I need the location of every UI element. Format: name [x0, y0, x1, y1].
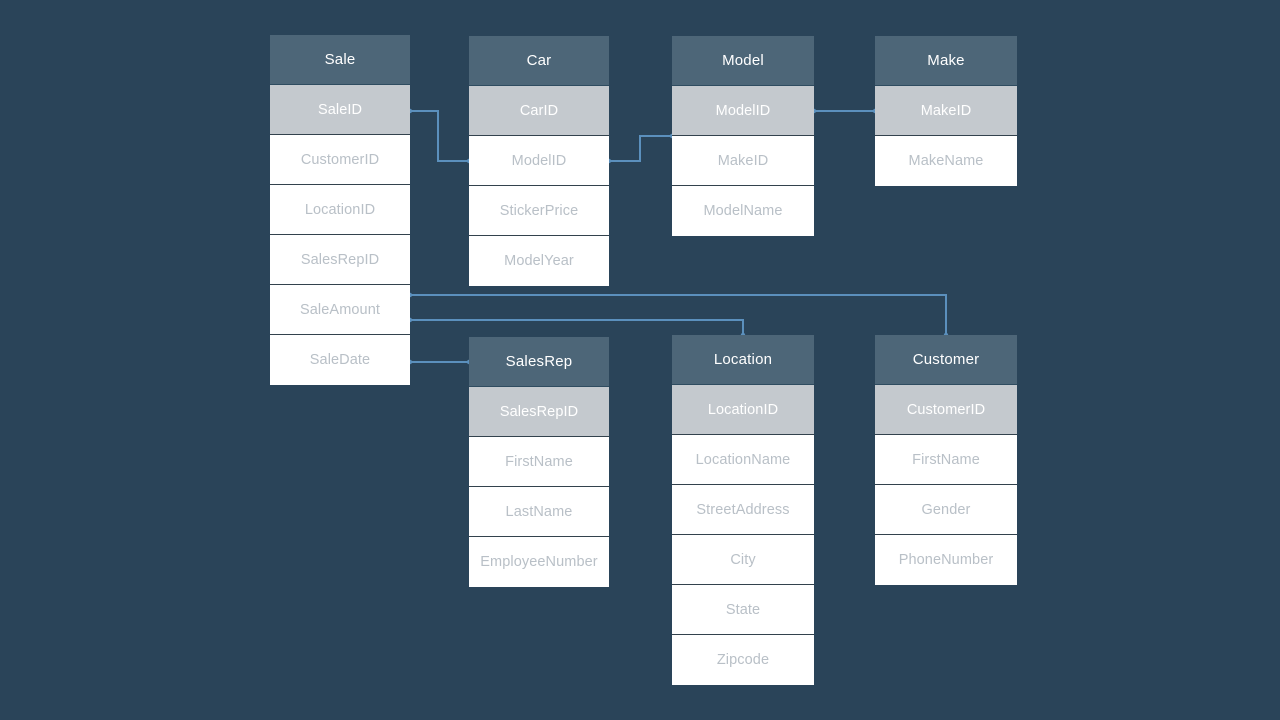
field-modelid[interactable]: ModelID [469, 136, 609, 186]
field-modelyear[interactable]: ModelYear [469, 236, 609, 286]
entity-title-salesrep: SalesRep [469, 337, 609, 387]
entity-title-sale: Sale [270, 35, 410, 85]
field-firstname[interactable]: FirstName [469, 437, 609, 487]
field-locationname[interactable]: LocationName [672, 435, 814, 485]
primary-key-field-saleid[interactable]: SaleID [270, 85, 410, 135]
entity-title-model: Model [672, 36, 814, 86]
primary-key-field-locationid[interactable]: LocationID [672, 385, 814, 435]
field-saleamount[interactable]: SaleAmount [270, 285, 410, 335]
connector-0 [410, 110, 469, 162]
field-gender[interactable]: Gender [875, 485, 1017, 535]
field-salesrepid[interactable]: SalesRepID [270, 235, 410, 285]
field-city[interactable]: City [672, 535, 814, 585]
field-makename[interactable]: MakeName [875, 136, 1017, 186]
primary-key-field-salesrepid[interactable]: SalesRepID [469, 387, 609, 437]
entity-title-customer: Customer [875, 335, 1017, 385]
field-streetaddress[interactable]: StreetAddress [672, 485, 814, 535]
primary-key-field-makeid[interactable]: MakeID [875, 86, 1017, 136]
field-customerid[interactable]: CustomerID [270, 135, 410, 185]
connector-1 [609, 135, 672, 162]
entity-title-car: Car [469, 36, 609, 86]
field-locationid[interactable]: LocationID [270, 185, 410, 235]
field-stickerprice[interactable]: StickerPrice [469, 186, 609, 236]
field-phonenumber[interactable]: PhoneNumber [875, 535, 1017, 585]
field-employeenumber[interactable]: EmployeeNumber [469, 537, 609, 587]
field-lastname[interactable]: LastName [469, 487, 609, 537]
field-modelname[interactable]: ModelName [672, 186, 814, 236]
entity-title-location: Location [672, 335, 814, 385]
primary-key-field-customerid[interactable]: CustomerID [875, 385, 1017, 435]
field-zipcode[interactable]: Zipcode [672, 635, 814, 685]
primary-key-field-carid[interactable]: CarID [469, 86, 609, 136]
field-firstname[interactable]: FirstName [875, 435, 1017, 485]
connector-3 [410, 294, 947, 335]
field-state[interactable]: State [672, 585, 814, 635]
field-saledate[interactable]: SaleDate [270, 335, 410, 385]
field-makeid[interactable]: MakeID [672, 136, 814, 186]
entity-title-make: Make [875, 36, 1017, 86]
connector-4 [410, 319, 744, 335]
primary-key-field-modelid[interactable]: ModelID [672, 86, 814, 136]
